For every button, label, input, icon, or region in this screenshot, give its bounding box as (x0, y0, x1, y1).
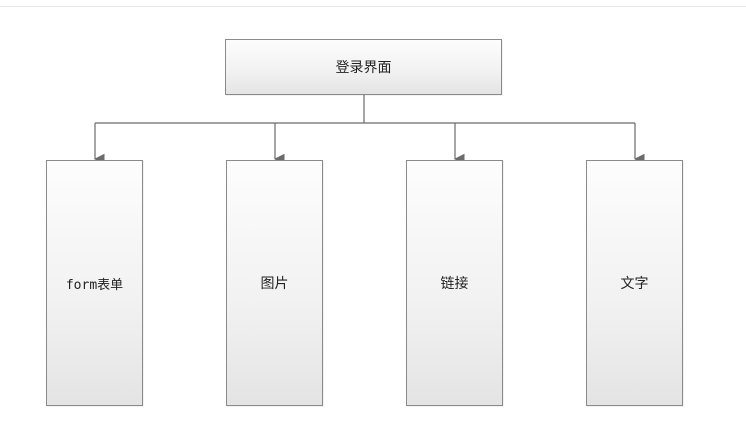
child-node-text-label: 文字 (620, 276, 649, 292)
child-node-image-label: 图片 (260, 276, 289, 292)
child-node-form: form表单 (46, 160, 143, 406)
child-node-image: 图片 (226, 160, 323, 406)
child-node-form-label: form表单 (65, 277, 124, 293)
root-node-login-page: 登录界面 (225, 39, 502, 95)
top-divider (0, 6, 746, 7)
child-node-text: 文字 (586, 160, 683, 406)
child-node-link-label: 链接 (440, 276, 469, 292)
root-node-label: 登录界面 (335, 60, 392, 76)
child-node-link: 链接 (406, 160, 503, 406)
